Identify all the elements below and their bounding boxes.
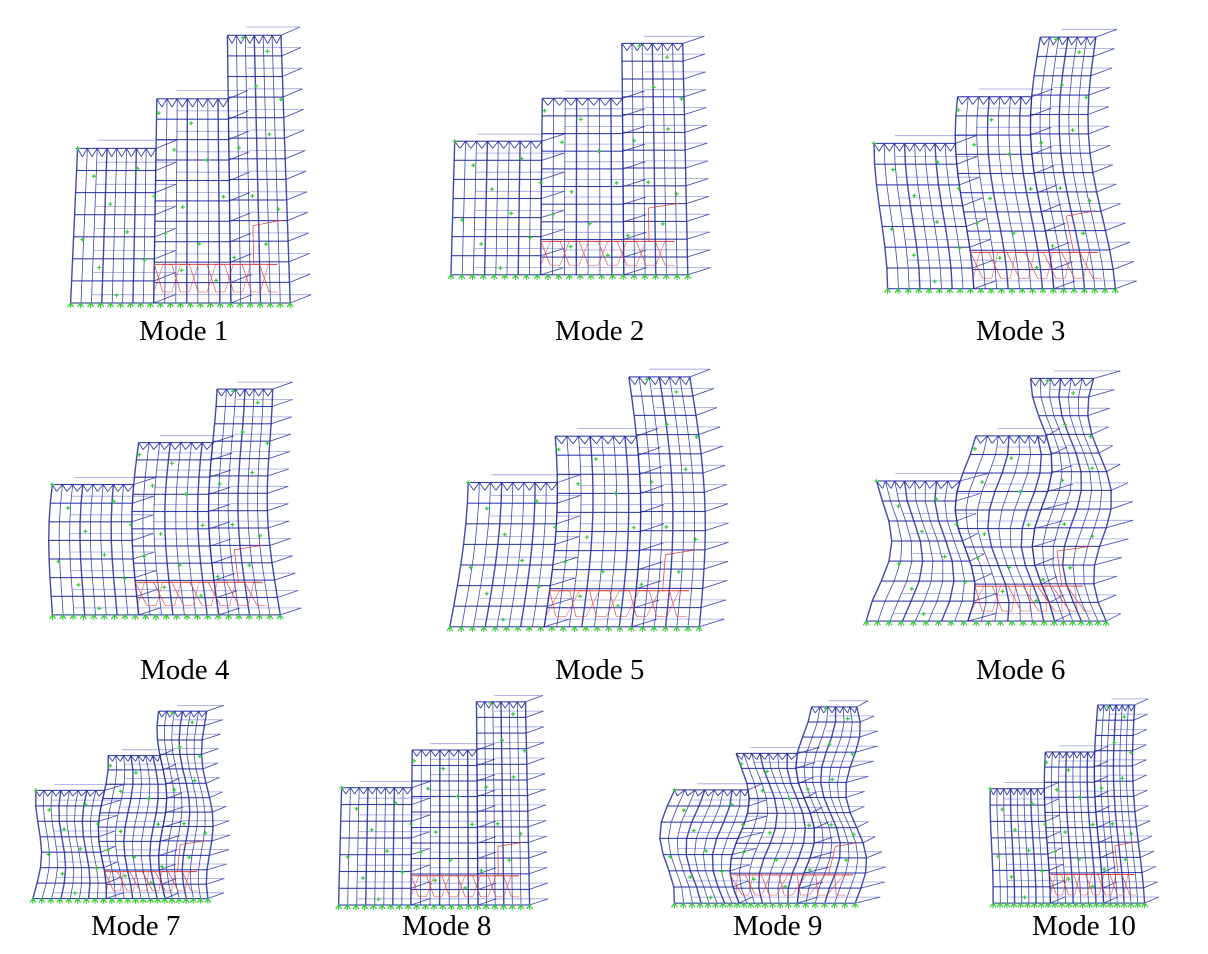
mode-8-panel (312, 690, 612, 914)
mode-2-wireframe (447, 35, 711, 280)
mode-4-caption: Mode 4 (140, 654, 230, 686)
mode-6-wireframe (862, 370, 1134, 627)
mode-4-wireframe (48, 381, 302, 620)
mode-7-caption: Mode 7 (91, 910, 181, 942)
mode-8-wireframe (335, 695, 549, 911)
mode-5-panel (415, 358, 807, 638)
mode-7-wireframe (29, 704, 231, 904)
mode-10-caption: Mode 10 (1032, 910, 1136, 942)
mode-3-wireframe (871, 28, 1137, 294)
mode-9-wireframe (659, 700, 886, 909)
mode-10-wireframe (988, 698, 1160, 909)
mode-6-panel (845, 360, 1205, 632)
mode-9-caption: Mode 9 (733, 910, 823, 942)
mode-5-wireframe (446, 368, 729, 632)
mode-10-panel (968, 690, 1206, 912)
mode-2-caption: Mode 2 (555, 315, 645, 347)
mode-7-panel (10, 697, 288, 907)
mode-1-caption: Mode 1 (139, 315, 229, 347)
mode-4-panel (18, 372, 376, 625)
mode-1-wireframe (67, 26, 312, 308)
mode-1-panel (40, 15, 385, 315)
mode-3-caption: Mode 3 (976, 315, 1066, 347)
mode-3-panel (845, 18, 1203, 300)
mode-8-caption: Mode 8 (402, 910, 492, 942)
mode-9-panel (638, 692, 943, 912)
mode-2-panel (418, 30, 790, 285)
mode-6-caption: Mode 6 (976, 654, 1066, 686)
mode-5-caption: Mode 5 (555, 654, 645, 686)
